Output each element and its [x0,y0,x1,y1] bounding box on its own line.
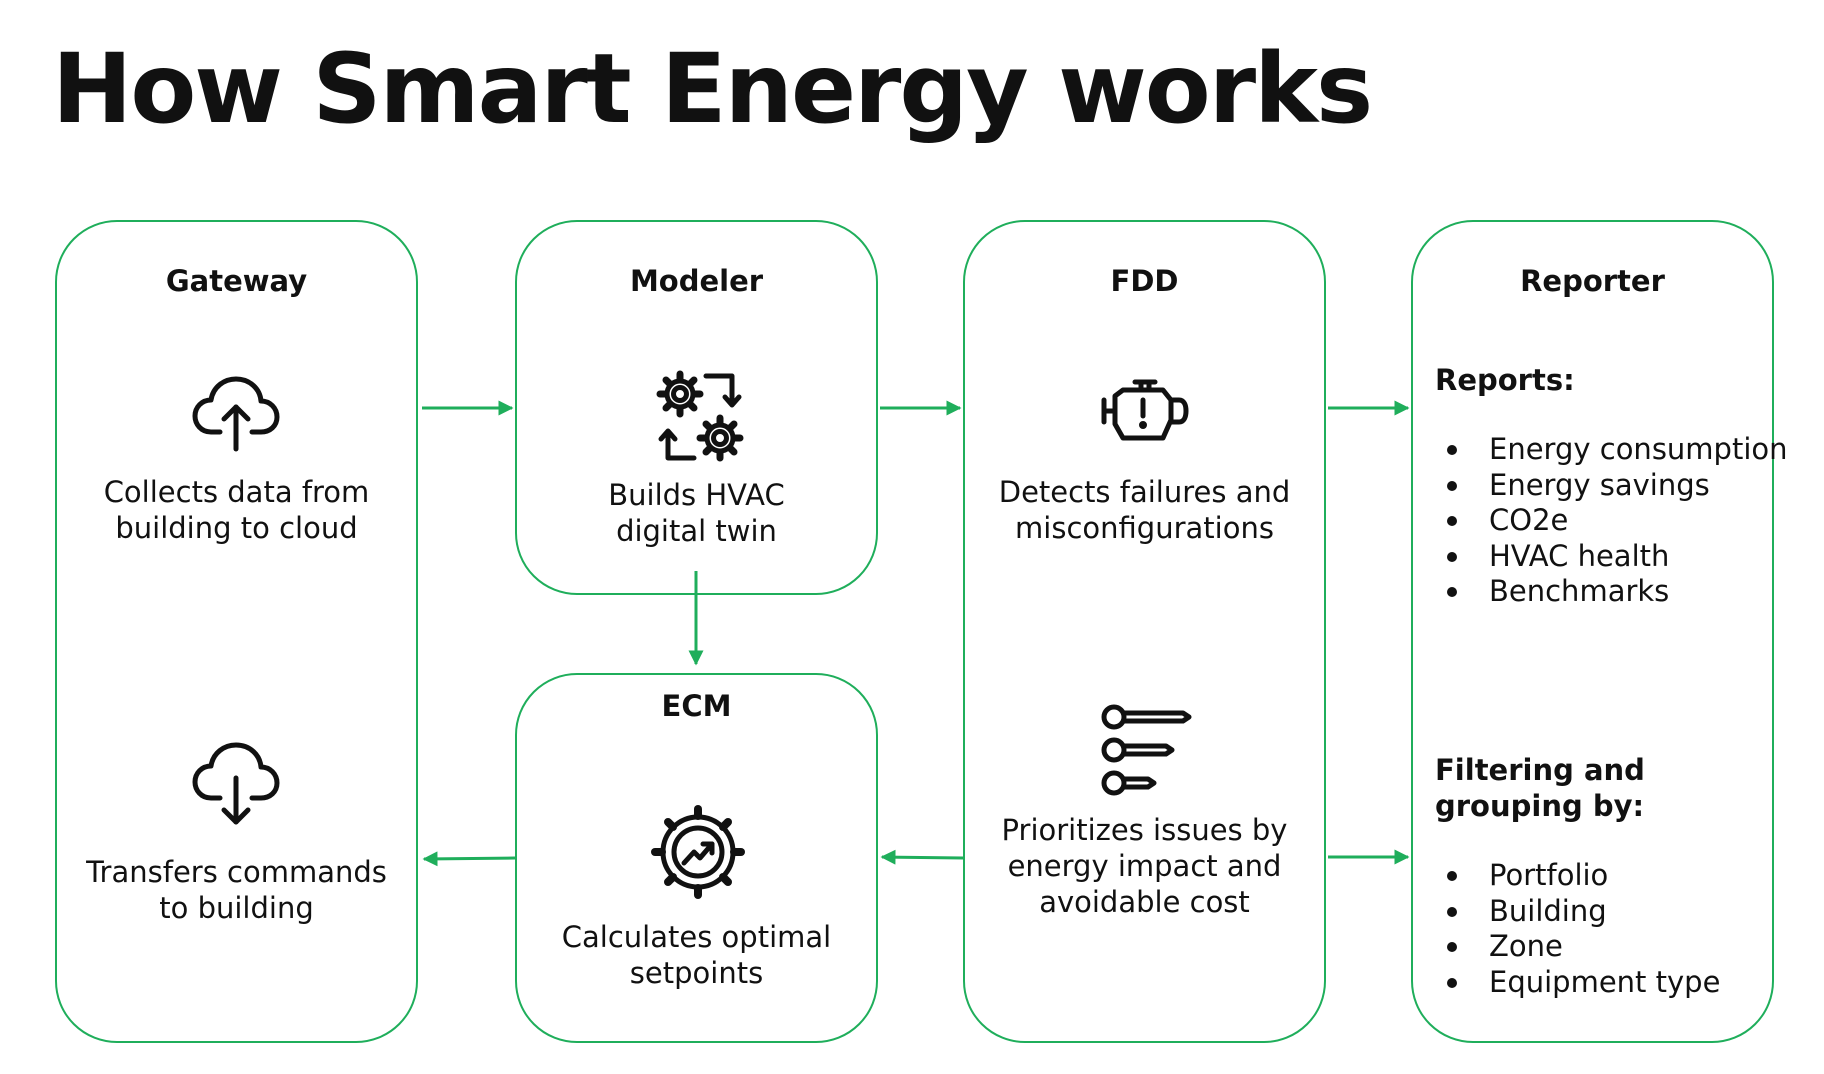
list-item: Equipment type [1435,965,1789,1001]
reports-heading: Reports: [1435,363,1575,397]
cloud-download-icon [192,742,280,828]
page-title: How Smart Energy works [52,33,1373,145]
ecm-box: ECM Calculates optimal setpoin [515,673,878,1043]
fdd-prioritize-text: Prioritizes issues by energy impact and … [1001,813,1288,919]
fdd-box: FDD Detects failures and misconfiguratio… [963,220,1326,1043]
list-item: CO2e [1435,503,1789,539]
engine-warning-icon [1101,378,1189,442]
cloud-upload-icon [192,376,280,452]
modeler-text: Builds HVAC digital twin [608,478,785,548]
list-item: Zone [1435,929,1789,965]
list-item: Energy consumption [1435,432,1789,468]
list-item: Benchmarks [1435,574,1789,610]
list-item: HVAC health [1435,539,1789,575]
fdd-detect-text: Detects failures and misconfigurations [998,475,1291,545]
gears-cycle-icon [656,370,744,462]
priority-bars-icon [1101,702,1192,798]
list-item: Building [1435,894,1789,930]
fdd-title: FDD [1110,264,1179,298]
gateway-download-text: Transfers commands to building [86,855,387,925]
list-item: Energy savings [1435,468,1789,504]
modeler-box: Modeler [515,220,878,595]
filtering-heading: Filtering and grouping by: [1435,753,1645,823]
arrow-ecm-to-gateway [422,851,516,867]
modeler-title: Modeler [629,264,764,298]
reporter-box: Reporter Reports: Energy consumption Ene… [1411,220,1788,1043]
reporter-title: Reporter [1520,264,1665,298]
list-item: Portfolio [1435,858,1789,894]
ecm-text: Calculates optimal setpoints [561,920,832,990]
ecm-title: ECM [661,689,732,723]
filtering-list: Portfolio Building Zone Equipment type [1435,858,1789,1000]
arrow-fdd-to-ecm [880,849,964,865]
reports-list: Energy consumption Energy savings CO2e H… [1435,432,1789,610]
gateway-upload-text: Collects data from building to cloud [103,475,370,545]
gateway-box: Gateway Collects data from building to c… [55,220,418,1043]
gear-trend-icon [651,805,745,899]
gateway-title: Gateway [165,264,308,298]
